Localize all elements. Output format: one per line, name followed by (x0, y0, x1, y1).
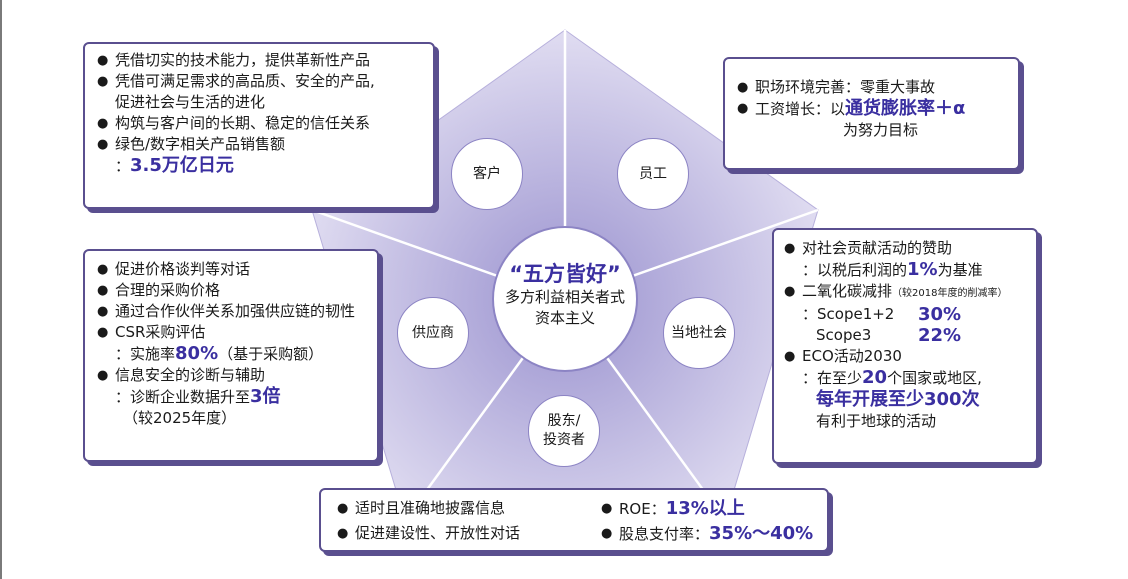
supplier-bullet-4: CSR采购评估 (97, 322, 369, 343)
node-customer-label: 客户 (473, 165, 501, 182)
shareholder-payout-prefix: 股息支付率： (619, 525, 710, 543)
shareholder-row-1: 适时且准确地披露信息 ROE：13%以上 (337, 498, 817, 520)
employee-wage-highlight: 通货膨胀率＋α (845, 98, 966, 119)
shareholder-roe-value: 13%以上 (665, 498, 745, 519)
community-eco-highlight: 每年开展至少300次 (816, 389, 980, 410)
shareholder-bullet-2: 促进建设性、开放性对话 (337, 523, 601, 545)
community-bullet-1: 对社会贡献活动的赞助 (784, 238, 1030, 259)
employee-bullet-2: 工资增长：以通货膨胀率＋α (737, 98, 1008, 120)
community-bullet-3-text: ECO活动2030 (802, 347, 902, 365)
shareholder-row-2: 促进建设性、开放性对话 股息支付率：35%～40% (337, 523, 817, 545)
customer-bullet-3: 构筑与客户间的长期、稳定的信任关系 (97, 113, 423, 134)
supplier-csr-value: 80% (175, 343, 219, 364)
community-donation-prefix: ：以税后利润的 (802, 261, 908, 279)
supplier-security-line: ：诊断企业数据升至3倍 (97, 386, 369, 408)
supplier-bullet-1-text: 促进价格谈判等对话 (115, 260, 251, 278)
shareholder-payout-value: 35%～40% (709, 523, 814, 544)
community-scope3-line: Scope3 22% (784, 325, 1030, 346)
community-eco-prefix: ：在至少 (802, 369, 863, 387)
community-scope3-label: Scope3 (816, 326, 872, 344)
customer-sales-value: 3.5万亿日元 (130, 155, 234, 176)
community-card: 对社会贡献活动的赞助 ：以税后利润的1%为基准 二氧化碳减排（较2018年度的削… (772, 228, 1038, 464)
employee-card: 职场环境完善：零重大事故 工资增长：以通货膨胀率＋α 为努力目标 (723, 57, 1020, 170)
community-donation-suffix: 为基准 (937, 261, 983, 279)
customer-bullet-3-text: 构筑与客户间的长期、稳定的信任关系 (115, 114, 371, 132)
center-line-1: 多方利益相关者式 (504, 288, 625, 306)
shareholder-bullet-1-text: 适时且准确地披露信息 (355, 499, 506, 517)
community-scope12-value: 30% (918, 304, 962, 325)
community-bullet-1-text: 对社会贡献活动的赞助 (802, 239, 953, 257)
customer-sales-line: ：3.5万亿日元 (97, 155, 423, 177)
customer-sales-prefix: ： (115, 157, 131, 175)
customer-bullet-4-text: 绿色/数字相关产品销售额 (115, 135, 286, 153)
node-shareholder: 股东/投资者 (528, 395, 600, 467)
community-eco-line-1: ：在至少20个国家或地区, (784, 367, 1030, 389)
center-title: “五方皆好” (509, 262, 621, 286)
supplier-csr-prefix: ：实施率 (115, 345, 176, 363)
community-bullet-2-text: 二氧化碳减排 (802, 282, 893, 300)
shareholder-payout: 股息支付率：35%～40% (601, 523, 813, 545)
community-scope12-line: ：Scope1+2 30% (784, 304, 1030, 325)
employee-wage-suffix: 为努力目标 (843, 121, 919, 139)
supplier-bullet-1: 促进价格谈判等对话 (97, 259, 369, 280)
supplier-csr-line: ：实施率80%（基于采购额） (97, 343, 369, 365)
supplier-bullet-3: 通过合作伙伴关系加强供应链的韧性 (97, 301, 369, 322)
community-donation-value: 1% (907, 259, 938, 280)
community-scope12-label: ：Scope1+2 (802, 305, 895, 323)
employee-wage-prefix: 工资增长：以 (755, 100, 846, 118)
node-employee: 员工 (617, 138, 689, 210)
node-supplier-label: 供应商 (412, 324, 454, 341)
node-customer: 客户 (451, 138, 523, 210)
employee-wage-suffix-line: 为努力目标 (737, 120, 1008, 141)
supplier-csr-suffix: （基于采购额） (218, 345, 324, 363)
supplier-security-prefix: ：诊断企业数据升至 (115, 388, 251, 406)
supplier-bullet-5: 信息安全的诊断与辅助 (97, 365, 369, 386)
supplier-bullet-3-text: 通过合作伙伴关系加强供应链的韧性 (115, 302, 356, 320)
node-community-label: 当地社会 (671, 324, 727, 341)
shareholder-bullet-2-text: 促进建设性、开放性对话 (355, 524, 521, 542)
shareholder-roe-prefix: ROE： (619, 500, 666, 518)
supplier-bullet-2: 合理的采购价格 (97, 280, 369, 301)
node-supplier: 供应商 (397, 297, 469, 369)
community-bullet-3: ECO活动2030 (784, 346, 1030, 367)
customer-bullet-2: 凭借可满足需求的高品质、安全的产品, 促进社会与生活的进化 (97, 71, 423, 113)
community-bullet-2: 二氧化碳减排（较2018年度的削减率） (784, 281, 1030, 304)
node-employee-label: 员工 (639, 165, 667, 182)
community-eco-tail: 有利于地球的活动 (816, 412, 937, 430)
community-donation-line: ：以税后利润的1%为基准 (784, 259, 1030, 281)
supplier-security-note-line: （较2025年度） (97, 408, 369, 429)
customer-bullet-1-text: 凭借切实的技术能力，提供革新性产品 (115, 51, 371, 69)
node-community: 当地社会 (663, 297, 735, 369)
supplier-card: 促进价格谈判等对话 合理的采购价格 通过合作伙伴关系加强供应链的韧性 CSR采购… (83, 249, 379, 462)
supplier-bullet-2-text: 合理的采购价格 (115, 281, 221, 299)
community-scope3-value: 22% (918, 325, 962, 346)
community-co2-note: （较2018年度的削减率） (892, 288, 1008, 299)
left-edge-rule (0, 0, 2, 579)
community-eco-suffix: 个国家或地区, (887, 369, 982, 387)
customer-bullet-2-text-a: 凭借可满足需求的高品质、安全的产品, (115, 72, 375, 90)
supplier-bullet-4-text: CSR采购评估 (115, 323, 206, 341)
customer-card: 凭借切实的技术能力，提供革新性产品 凭借可满足需求的高品质、安全的产品, 促进社会… (83, 42, 435, 209)
shareholder-bullet-1: 适时且准确地披露信息 (337, 498, 601, 520)
community-eco-line-2: 每年开展至少300次 (784, 389, 1030, 411)
employee-bullet-1: 职场环境完善：零重大事故 (737, 77, 1008, 98)
supplier-security-note: （较2025年度） (123, 409, 237, 427)
shareholder-roe: ROE：13%以上 (601, 498, 745, 520)
node-shareholder-label-1: 股东/ (547, 413, 581, 429)
community-eco-country-count: 20 (862, 367, 888, 388)
shareholder-card: 适时且准确地披露信息 ROE：13%以上 促进建设性、开放性对话 股息支付率：3… (319, 488, 829, 552)
supplier-bullet-5-text: 信息安全的诊断与辅助 (115, 366, 266, 384)
employee-bullet-1-text: 职场环境完善：零重大事故 (755, 78, 936, 96)
supplier-security-value: 3倍 (250, 386, 281, 407)
community-eco-line-3: 有利于地球的活动 (784, 411, 1030, 432)
customer-bullet-4: 绿色/数字相关产品销售额 (97, 134, 423, 155)
customer-bullet-2-text-b: 促进社会与生活的进化 (115, 93, 266, 111)
center-line-2: 资本主义 (534, 309, 595, 327)
center-circle: “五方皆好” 多方利益相关者式 资本主义 (492, 226, 638, 372)
node-shareholder-label-2: 投资者 (543, 432, 585, 448)
customer-bullet-1: 凭借切实的技术能力，提供革新性产品 (97, 50, 423, 71)
